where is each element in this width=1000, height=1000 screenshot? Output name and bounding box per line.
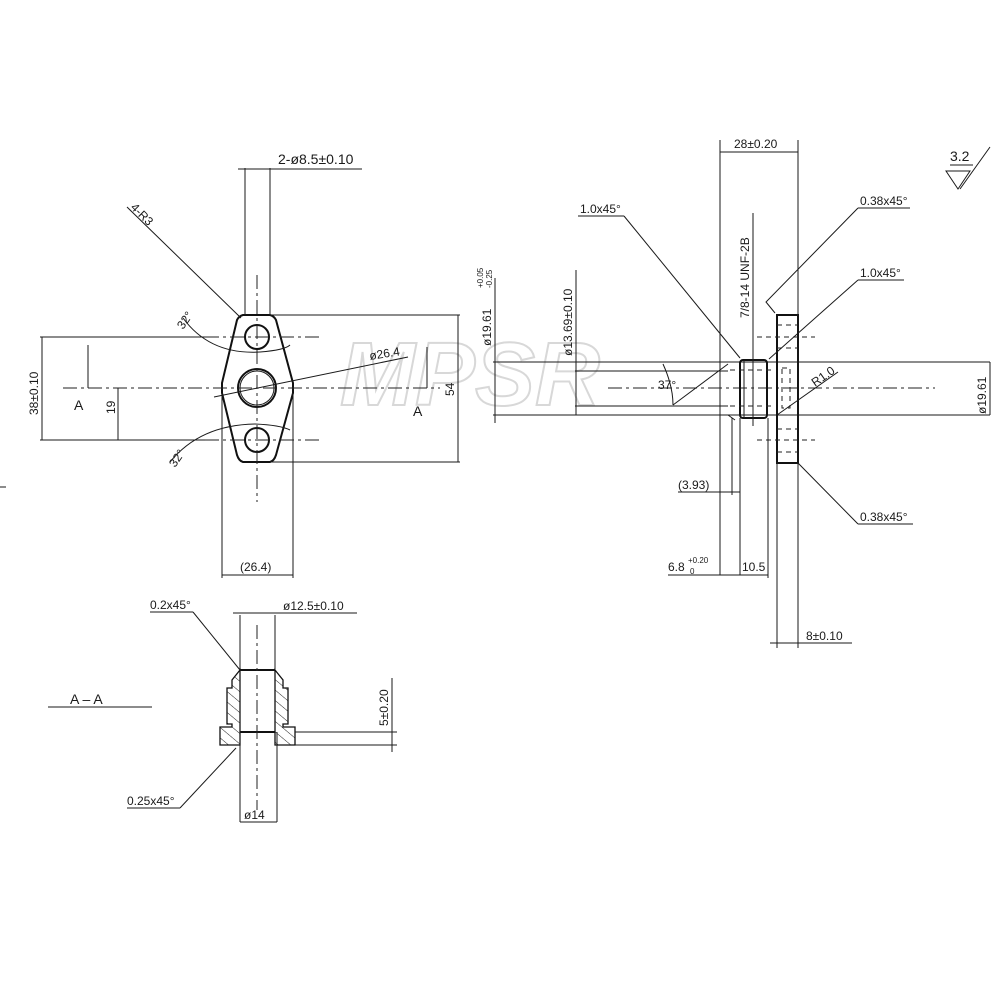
inner-dia-label: ø13.69±0.10 [561, 288, 575, 356]
surface-roughness-label: 3.2 [950, 148, 970, 164]
hole-dim-label: 2-ø8.5±0.10 [278, 151, 354, 167]
chamfer-line [727, 414, 736, 421]
angle-bottom-label: 32° [166, 447, 188, 470]
width-dim-label: (26.4) [240, 560, 271, 574]
cone-angle-label: 37° [658, 378, 676, 392]
hidden-recess [781, 367, 791, 409]
leader-line [623, 215, 741, 359]
thread-len-label: 10.5 [742, 560, 766, 574]
leader-line [768, 279, 859, 360]
section-title: A – A [70, 691, 103, 707]
half-pitch-dim-label: 19 [104, 400, 118, 414]
depth-tol-lower: 0 [690, 567, 695, 576]
corner-radius-label: 4-R3 [128, 200, 157, 229]
side-view: 37° 7/8-14 UNF-2B 28±0.20 3.2 1.0x45° 0.… [476, 137, 991, 648]
section-mark-left: A [74, 397, 84, 413]
height-dim-label: 5±0.20 [377, 689, 391, 726]
chamfer-mid-right-label: 1.0x45° [860, 266, 901, 280]
ref-dim-label: (3.93) [678, 478, 709, 492]
outer-dia-tol-upper: +0.05 [476, 267, 485, 288]
pitch-dim-label: 38±0.10 [27, 371, 41, 415]
watermark-logo: MPSR [340, 325, 600, 425]
surface-roughness-icon [945, 146, 991, 190]
fillet-label: R1.0 [809, 363, 838, 389]
length-dim-label: 54 [443, 382, 457, 396]
chamfer-top-label: 0.2x45° [150, 598, 191, 612]
cone-line [672, 363, 729, 406]
chamfer-top-left-label: 1.0x45° [580, 202, 621, 216]
leader-line [213, 356, 409, 398]
chamfer-bottom-right-label: 0.38x45° [860, 510, 908, 524]
flange-thk-label: 8±0.10 [806, 629, 843, 643]
leader-line [776, 371, 839, 416]
depth-tol-upper: +0.20 [688, 556, 709, 565]
outer-dia-tol-lower: -0.25 [485, 269, 494, 288]
section-view: A – A ø12.5±0.10 0.2x45° 5±0.20 0.25x45°… [48, 598, 397, 823]
angle-arc-top [182, 317, 291, 353]
leader-line [179, 747, 237, 809]
cone-angle-arc [662, 363, 674, 406]
section-mark-right: A [413, 403, 423, 419]
leader-line [797, 462, 859, 525]
chamfer-top-right-label: 0.38x45° [860, 194, 908, 208]
chamfer-bottom-label: 0.25x45° [127, 794, 175, 808]
angle-top-label: 32° [174, 309, 196, 332]
leader-line [765, 207, 859, 314]
thread-label: 7/8-14 UNF-2B [738, 237, 752, 318]
depth-dim-label: 6.8 [668, 560, 685, 574]
outer-dia-label: ø19.61 [480, 308, 494, 346]
bore-dim-label: ø12.5±0.10 [283, 599, 344, 613]
angle-arc-bottom [169, 423, 291, 463]
section-wall-right [274, 668, 296, 746]
center-hole-dim-label: ø26.4 [368, 344, 401, 363]
leader-line [192, 611, 241, 671]
leader-line [126, 206, 242, 319]
section-wall-left [219, 668, 241, 746]
outer-dia-right-label: ø19.61 [975, 376, 989, 414]
length-dim-label: 28±0.20 [734, 137, 778, 151]
base-dim-label: ø14 [244, 808, 265, 822]
